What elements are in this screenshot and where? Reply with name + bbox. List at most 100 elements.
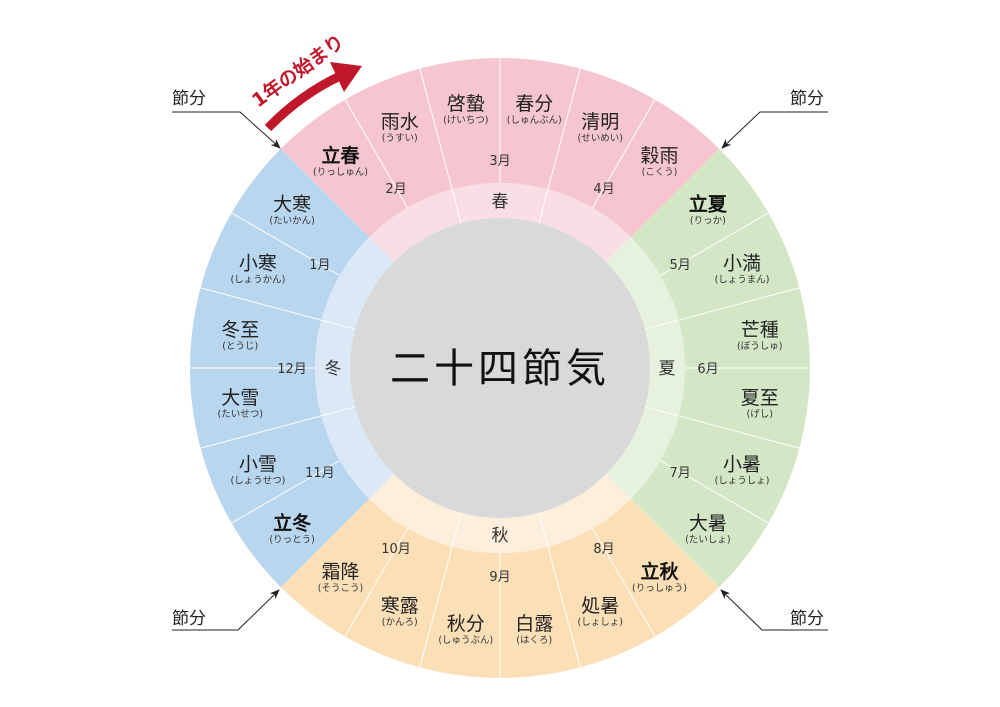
center-title: 二十四節気 (390, 346, 610, 392)
month-label: 11月 (305, 466, 335, 481)
center-circle (350, 218, 650, 518)
term-divider-line (231, 212, 341, 276)
solar-term-reading: (しゅんぶん) (507, 115, 562, 126)
solar-term-name: 雨水 (381, 111, 419, 133)
term-divider-line (659, 460, 769, 524)
month-label: 1月 (309, 258, 330, 273)
term-divider-line (231, 460, 341, 524)
solar-term-name: 大寒 (273, 194, 311, 216)
solar-term-reading: (たいしょ) (685, 534, 730, 545)
term-divider-line (592, 527, 656, 637)
month-label: 4月 (593, 182, 614, 197)
solar-term-reading: (しょうしょ) (715, 475, 770, 486)
solar-term-reading: (とうじ) (222, 341, 258, 352)
term-divider-line (538, 512, 581, 668)
term-divider-line (644, 406, 800, 449)
solar-term-reading: (ぼうしゅ) (737, 341, 782, 352)
solar-term-reading: (りっか) (690, 216, 726, 227)
solar-term-name: 立夏 (689, 193, 728, 216)
solar-term-reading: (そうこう) (318, 583, 363, 594)
start-of-year-arrow (264, 71, 342, 132)
solar-term-name: 春分 (515, 93, 553, 115)
autumn-ring (369, 474, 631, 553)
solar-term: 寒露(かんろ) (381, 595, 419, 628)
solar-term-name: 穀雨 (640, 145, 678, 167)
solar-term-reading: (しょうかん) (230, 275, 285, 286)
term-divider-line (538, 68, 581, 224)
solar-term: 大暑(たいしょ) (685, 512, 730, 545)
solar-term-name: 清明 (581, 111, 619, 133)
solar-term-reading: (しょうまん) (715, 275, 770, 286)
term-divider-line (644, 287, 800, 330)
callout-bottom-left: 節分 (172, 589, 280, 631)
solar-term-reading: (りっしゅう) (632, 583, 687, 594)
season-label-winter: 冬 (325, 359, 342, 379)
solar-term-name: 立春 (321, 144, 359, 167)
solar-term: 穀雨(こくう) (640, 145, 678, 178)
setsubun-label: 節分 (790, 89, 824, 109)
solar-term-reading: (たいせつ) (218, 409, 263, 420)
solar-term: 立冬(りっとう) (269, 511, 314, 545)
solar-term-reading: (しょうせつ) (230, 475, 285, 486)
season-label-spring: 春 (492, 192, 509, 212)
solar-term-reading: (しょしょ) (578, 617, 623, 628)
solar-term-reading: (こくう) (642, 167, 678, 178)
solar-term-name: 大暑 (689, 512, 727, 534)
term-divider-line (419, 512, 462, 668)
term-divider-line (344, 527, 408, 637)
solar-term: 清明(せいめい) (578, 111, 623, 144)
term-divider-line (200, 287, 356, 330)
solar-term: 雨水(うすい) (381, 111, 419, 144)
setsubun-label: 節分 (172, 609, 206, 629)
month-label: 6月 (697, 362, 718, 377)
setsubun-label: 節分 (790, 609, 824, 629)
solar-term: 白露(はくろ) (515, 613, 553, 646)
solar-term-reading: (うすい) (382, 133, 418, 144)
callout-top-right: 節分 (721, 89, 828, 149)
summer-ring (606, 237, 685, 499)
solar-term-name: 啓蟄 (447, 93, 485, 115)
solar-term: 夏至(げし) (741, 387, 779, 420)
winter-ring (315, 237, 394, 499)
solar-term-name: 処暑 (581, 595, 619, 617)
solar-term-name: 夏至 (741, 387, 779, 409)
month-label: 5月 (669, 258, 690, 273)
solar-term-name: 寒露 (381, 595, 419, 617)
solar-term-name: 冬至 (221, 319, 259, 341)
month-label: 7月 (669, 466, 690, 481)
solar-term-name: 小暑 (723, 453, 761, 475)
solar-term-reading: (げし) (747, 409, 773, 420)
callout-top-left: 節分 (172, 89, 281, 149)
solar-term-name: 立秋 (640, 560, 679, 583)
month-label: 3月 (489, 154, 510, 169)
solar-term-reading: (けいちつ) (443, 115, 488, 126)
solar-term: 小雪(しょうせつ) (230, 453, 285, 486)
solar-term-name: 芒種 (741, 319, 779, 341)
month-label: 12月 (277, 362, 307, 377)
solar-term: 啓蟄(けいちつ) (443, 93, 488, 126)
solar-term-reading: (たいかん) (269, 216, 314, 227)
setsubun-label: 節分 (172, 89, 206, 109)
solar-term: 小寒(しょうかん) (230, 253, 285, 286)
spring-ring (369, 182, 631, 262)
solar-term-reading: (せいめい) (578, 133, 623, 144)
solar-term: 霜降(そうこう) (318, 561, 363, 594)
solar-term-reading: (しゅうぶん) (438, 635, 493, 646)
term-divider-line (344, 99, 408, 209)
solar-term-reading: (かんろ) (382, 617, 418, 628)
solar-term-reading: (りっとう) (269, 534, 314, 545)
solar-term: 大寒(たいかん) (269, 194, 314, 227)
solar-term-name: 小寒 (239, 253, 277, 275)
season-label-summer: 夏 (659, 359, 676, 379)
solar-term: 秋分(しゅうぶん) (438, 613, 493, 646)
term-divider-line (592, 99, 656, 209)
solar-term: 立夏(りっか) (689, 193, 728, 227)
solar-term: 小満(しょうまん) (715, 253, 770, 286)
solar-term-name: 白露 (515, 613, 553, 635)
solar-term: 春分(しゅんぶん) (507, 93, 562, 126)
solar-term: 処暑(しょしょ) (578, 595, 623, 628)
solar-term: 冬至(とうじ) (221, 319, 259, 352)
callout-bottom-right: 節分 (720, 589, 828, 631)
month-label: 9月 (489, 570, 510, 585)
